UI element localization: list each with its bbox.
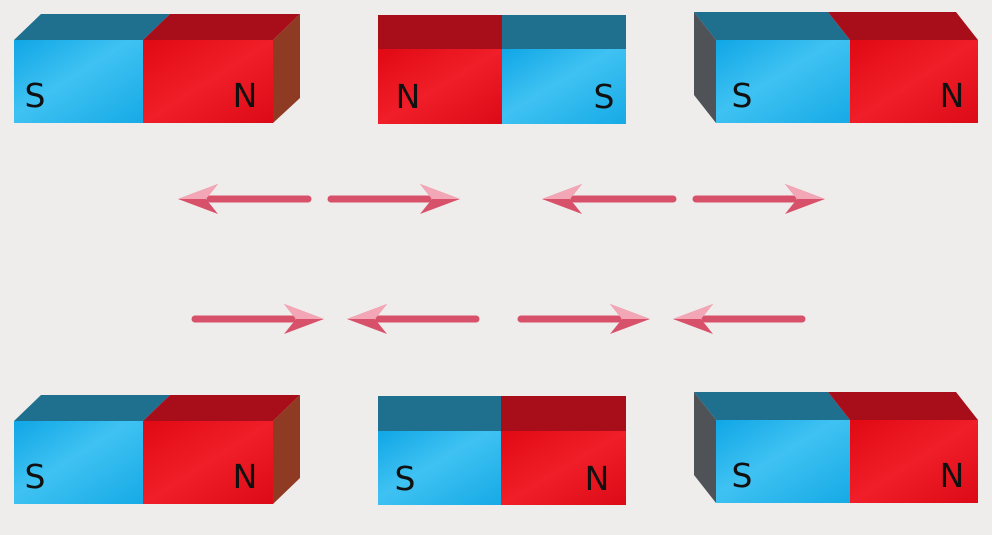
side-face xyxy=(694,12,716,123)
attract-arrow-1 xyxy=(191,304,324,334)
south-pole xyxy=(502,49,626,124)
magnet-bottom-left: S N xyxy=(14,395,300,504)
north-top-face xyxy=(828,392,978,420)
pole-label-n: N xyxy=(940,76,965,115)
pole-label-n: N xyxy=(396,77,421,116)
north-top-face xyxy=(143,14,300,40)
south-pole xyxy=(14,40,143,123)
pole-label-n: N xyxy=(585,459,610,498)
pole-label-s: S xyxy=(732,76,753,115)
south-pole xyxy=(716,40,850,123)
magnet-top-center: N S xyxy=(378,15,626,124)
pole-label-n: N xyxy=(233,457,258,496)
south-pole xyxy=(378,431,501,505)
pole-label-n: N xyxy=(940,456,965,495)
repel-arrow-1 xyxy=(178,184,312,214)
magnet-bottom-center: S N xyxy=(378,396,626,505)
north-pole xyxy=(501,431,626,505)
north-top-face xyxy=(143,395,300,421)
south-top-face xyxy=(694,12,850,40)
repel-arrows xyxy=(178,184,825,214)
north-top-face xyxy=(378,15,502,49)
south-top-face xyxy=(378,396,501,431)
repel-arrow-3 xyxy=(542,184,677,214)
side-face xyxy=(694,392,716,503)
attract-arrow-3 xyxy=(517,304,650,334)
repel-arrow-4 xyxy=(692,184,825,214)
south-top-face xyxy=(502,15,626,49)
attract-arrow-2 xyxy=(347,304,480,334)
side-face xyxy=(273,14,300,123)
pole-label-s: S xyxy=(732,456,753,495)
pole-label-n: N xyxy=(233,76,258,115)
attract-arrow-4 xyxy=(673,304,806,334)
pole-label-s: S xyxy=(25,76,46,115)
north-top-face xyxy=(501,396,626,431)
north-pole xyxy=(850,40,978,123)
south-top-face xyxy=(14,14,170,40)
side-face xyxy=(273,395,300,504)
north-pole xyxy=(143,421,273,504)
magnet-bottom-right: S N xyxy=(694,392,978,503)
pole-label-s: S xyxy=(395,459,416,498)
north-top-face xyxy=(828,12,978,40)
pole-label-s: S xyxy=(25,457,46,496)
north-pole xyxy=(378,49,502,124)
magnet-top-left: S N xyxy=(14,14,300,123)
north-pole xyxy=(143,40,273,123)
attract-arrows xyxy=(191,304,806,334)
south-top-face xyxy=(694,392,850,420)
repel-arrow-2 xyxy=(327,184,460,214)
north-pole xyxy=(850,420,978,503)
south-pole xyxy=(14,421,143,504)
pole-label-s: S xyxy=(594,77,615,116)
magnet-top-right: S N xyxy=(694,12,978,123)
south-pole xyxy=(716,420,850,503)
south-top-face xyxy=(14,395,170,421)
